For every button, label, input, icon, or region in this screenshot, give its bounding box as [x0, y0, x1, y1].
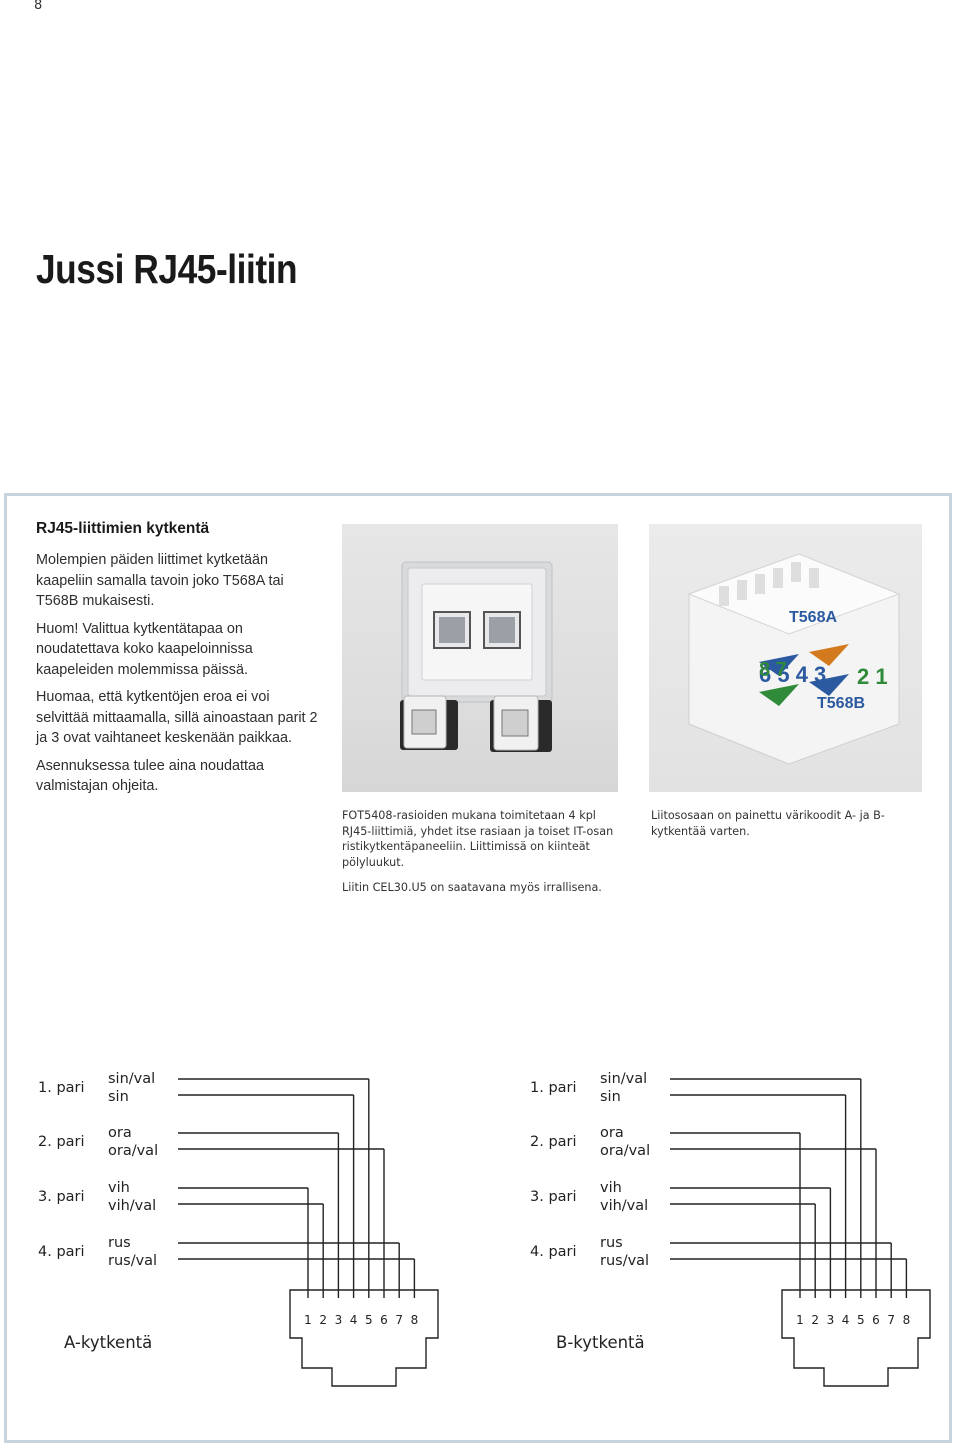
b-pin-number: 3 — [827, 1313, 835, 1327]
a-diagram-title: A-kytkentä — [64, 1333, 152, 1352]
socket-photo-caption: FOT5408-rasioiden mukana toimitetaan 4 k… — [342, 809, 614, 869]
module-label-digits-left: 8 7 — [759, 659, 787, 681]
a-pair-label: 2. pari — [38, 1134, 85, 1150]
a-pin-number: 3 — [335, 1313, 343, 1327]
a-pin-number: 6 — [380, 1313, 388, 1327]
b-wire-color-label: sin — [600, 1089, 621, 1105]
b-pin-number: 2 — [811, 1313, 819, 1327]
module-photo: T568A 6 5 4 3 8 7 2 1 T568B — [649, 524, 922, 792]
b-pair-label: 3. pari — [530, 1189, 577, 1205]
a-pair-label: 3. pari — [38, 1189, 85, 1205]
b-wire-color-label: ora/val — [600, 1143, 650, 1159]
b-wire-color-label: vih/val — [600, 1198, 648, 1214]
b-pin-number: 8 — [903, 1313, 911, 1327]
intro-paragraph: Molempien päiden liittimet kytketään kaa… — [36, 552, 284, 609]
socket-illustration — [400, 561, 553, 752]
module-label-digits-mid: 6 5 4 3 — [759, 662, 826, 687]
a-pin-number: 8 — [411, 1313, 419, 1327]
module-label-t568a: T568A — [789, 609, 837, 626]
a-pin-number: 2 — [319, 1313, 327, 1327]
a-wire-color-label: rus — [108, 1235, 131, 1251]
a-pin-number: 5 — [365, 1313, 373, 1327]
page-title: Jussi RJ45-liitin — [36, 246, 298, 292]
b-wire-color-label: rus/val — [600, 1253, 649, 1269]
b-pin-number: 4 — [842, 1313, 850, 1327]
b-wire-color-label: vih — [600, 1180, 622, 1196]
socket-photo — [342, 524, 618, 792]
b-pin-number: 5 — [857, 1313, 865, 1327]
b-pin-number: 7 — [887, 1313, 895, 1327]
a-wire-color-label: sin/val — [108, 1071, 155, 1087]
intro-heading: RJ45-liittimien kytkentä — [36, 520, 210, 537]
page-number: 8 — [34, 0, 43, 13]
a-wire-color-label: rus/val — [108, 1253, 157, 1269]
a-pin-number: 4 — [350, 1313, 358, 1327]
a-wire-color-label: sin — [108, 1089, 129, 1105]
a-pin-number: 1 — [304, 1313, 312, 1327]
a-pair-label: 4. pari — [38, 1244, 85, 1260]
intro-paragraph: Huomaa, että kytkentöjen eroa ei voi sel… — [36, 689, 318, 746]
b-pin-number: 1 — [796, 1313, 804, 1327]
a-jack-outline — [289, 1289, 439, 1387]
module-label-digits-right: 2 1 — [857, 664, 888, 689]
wiring-diagrams: 1. pari sin/val sin 2. pari ora ora/val 3. par… — [38, 1071, 931, 1387]
b-diagram-title: B-kytkentä — [556, 1333, 645, 1352]
intro-paragraph: Asennuksessa tulee aina noudattaa valmis… — [36, 757, 265, 795]
b-pair-label: 1. pari — [530, 1080, 577, 1096]
a-wire-color-label: ora — [108, 1125, 132, 1141]
b-wire-color-label: rus — [600, 1235, 623, 1251]
b-pin-number: 6 — [872, 1313, 880, 1327]
a-wire-color-label: ora/val — [108, 1143, 158, 1159]
b-pair-label: 2. pari — [530, 1134, 577, 1150]
a-wire-color-label: vih/val — [108, 1198, 156, 1214]
a-pin-number: 7 — [395, 1313, 403, 1327]
module-illustration: T568A 6 5 4 3 8 7 2 1 T568B — [687, 553, 901, 765]
b-pair-label: 4. pari — [530, 1244, 577, 1260]
a-pair-label: 1. pari — [38, 1080, 85, 1096]
intro-paragraph: Huom! Valittua kytkentätapaa on noudatet… — [36, 620, 253, 678]
intro-section: RJ45-liittimien kytkentä Molempien päide… — [36, 520, 326, 804]
socket-photo-caption-note: Liitin CEL30.U5 on saatavana myös irrall… — [342, 881, 602, 894]
b-wire-color-label: sin/val — [600, 1071, 647, 1087]
module-label-t568b: T568B — [817, 695, 865, 712]
b-wire-color-label: ora — [600, 1125, 624, 1141]
b-jack-outline — [781, 1289, 931, 1387]
a-wire-color-label: vih — [108, 1180, 130, 1196]
module-photo-caption: Liitososaan on painettu värikoodit A- ja… — [651, 809, 885, 838]
